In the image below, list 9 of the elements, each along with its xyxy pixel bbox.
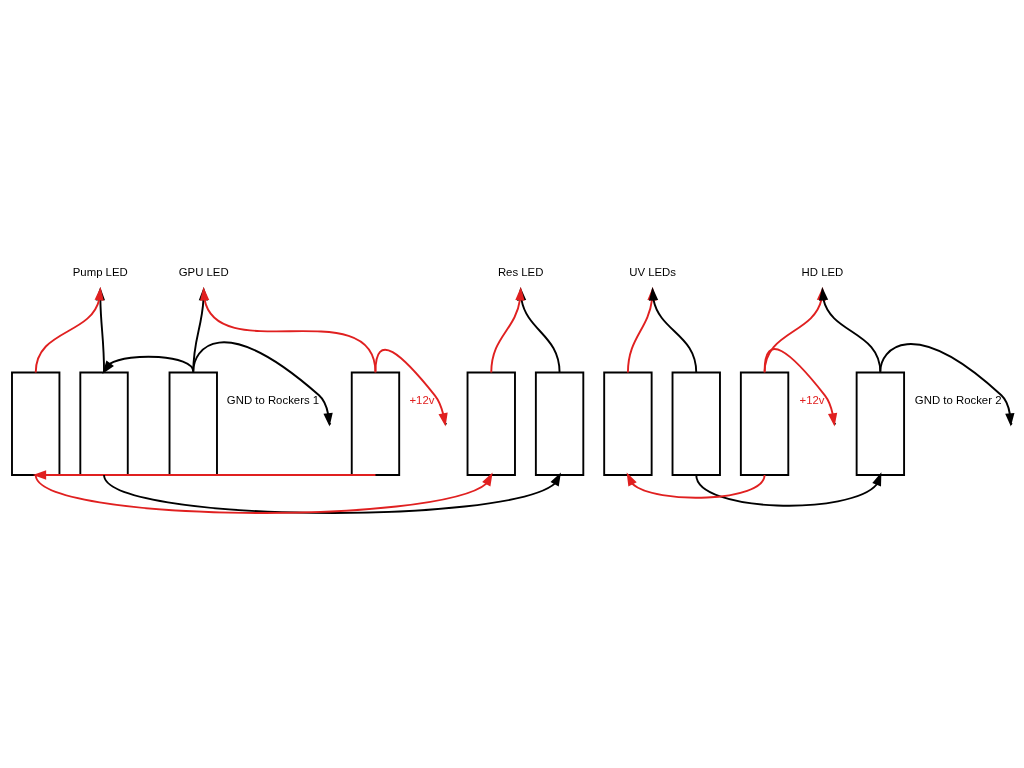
edge-label: +12v — [409, 393, 435, 406]
edge-label: GND to Rockers 1 — [226, 393, 320, 406]
node-text: HD LED — [801, 265, 844, 278]
node-text: GPU LED — [178, 265, 229, 278]
edge-label: +12v — [799, 393, 825, 406]
node-text: Res LED — [497, 265, 544, 278]
edge-label: GND to Rocker 2 — [914, 393, 1002, 406]
node-text: Pump LED — [72, 265, 128, 278]
node-text: UV LEDs — [629, 265, 676, 278]
